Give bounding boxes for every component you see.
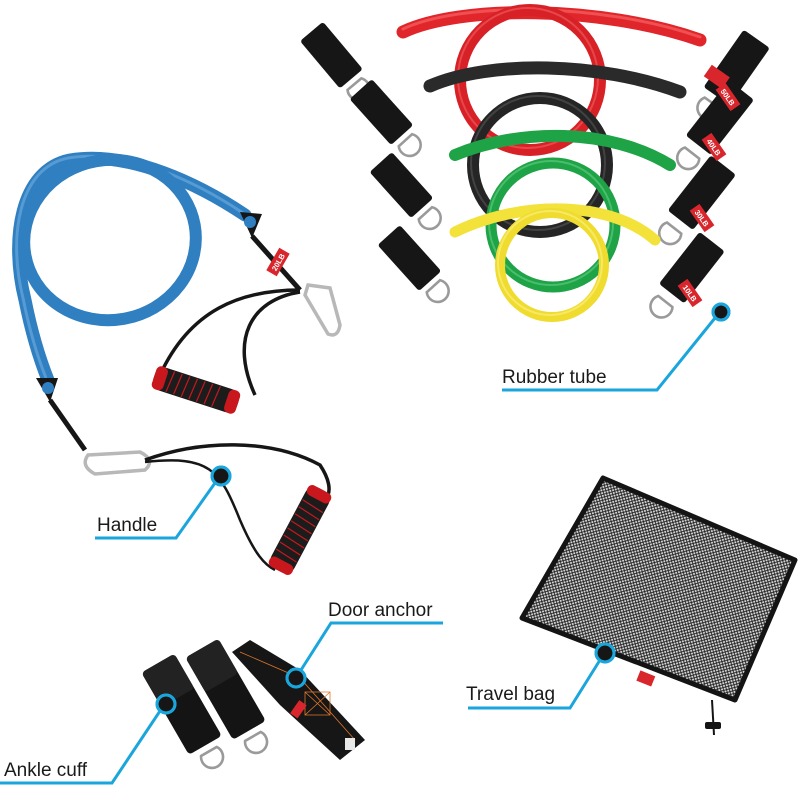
callout-label-ankle-cuff: Ankle cuff xyxy=(4,760,88,781)
callout-rubber-tube-line xyxy=(502,302,731,392)
blue-band-with-handles: 20LB xyxy=(12,151,342,575)
callout-door-anchor-line xyxy=(285,621,443,689)
upper-handle xyxy=(151,288,301,414)
ankle-cuffs xyxy=(142,640,273,774)
travel-bag xyxy=(519,475,798,736)
callout-label-door-anchor: Door anchor xyxy=(328,600,433,621)
callout-lines xyxy=(0,302,731,785)
yellow-band xyxy=(378,203,724,324)
callout-travel-bag-line xyxy=(468,642,616,710)
callout-ankle-cuff-line xyxy=(0,693,177,785)
callout-handle-line xyxy=(95,465,232,540)
callout-label-travel-bag: Travel bag xyxy=(466,684,556,705)
callout-label-handle: Handle xyxy=(97,515,158,536)
lower-handle xyxy=(144,443,332,575)
callout-label-rubber-tube: Rubber tube xyxy=(502,367,607,388)
green-band xyxy=(370,129,735,293)
door-anchor xyxy=(232,640,365,760)
resistance-bands-group: 50LB 40LB 30LB 10LB xyxy=(301,4,769,324)
